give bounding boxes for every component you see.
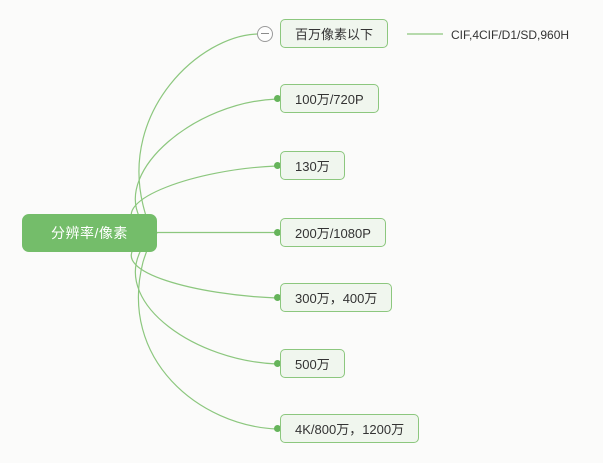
- node-label: 百万像素以下: [295, 27, 374, 42]
- node-200万-1080P[interactable]: 200万/1080P: [280, 218, 386, 247]
- node-label: 130万: [295, 159, 330, 174]
- node-label: 100万/720P: [295, 92, 364, 107]
- leaf-text-cif[interactable]: CIF,4CIF/D1/SD,960H: [451, 28, 570, 42]
- node-label: 200万/1080P: [295, 226, 371, 241]
- edge-to-node-7: [137, 232, 278, 430]
- node-300万-400万[interactable]: 300万，400万: [280, 283, 393, 312]
- node-dot: [274, 162, 281, 169]
- node-4K-800万-1200万[interactable]: 4K/800万，1200万: [280, 414, 420, 443]
- root-node-label: 分辨率/像素: [51, 225, 128, 241]
- edge-to-node-2: [134, 98, 278, 234]
- node-dot: [274, 294, 281, 301]
- node-dot: [274, 229, 281, 236]
- root-node[interactable]: 分辨率/像素: [22, 214, 157, 252]
- node-130万[interactable]: 130万: [280, 151, 345, 180]
- node-dot: [274, 95, 281, 102]
- node-dot: [274, 360, 281, 367]
- node-500万[interactable]: 500万: [280, 349, 345, 378]
- node-label: 4K/800万，1200万: [295, 422, 405, 437]
- edge-to-node-6: [134, 232, 278, 365]
- node-label: 300万，400万: [295, 291, 378, 306]
- node-dot: [274, 425, 281, 432]
- minus-circle-icon[interactable]: [257, 26, 273, 42]
- edge-to-node-1: [138, 33, 258, 234]
- node-百万像素以下[interactable]: 百万像素以下: [280, 19, 389, 48]
- node-label: 500万: [295, 357, 330, 372]
- node-100万-720P[interactable]: 100万/720P: [280, 84, 379, 113]
